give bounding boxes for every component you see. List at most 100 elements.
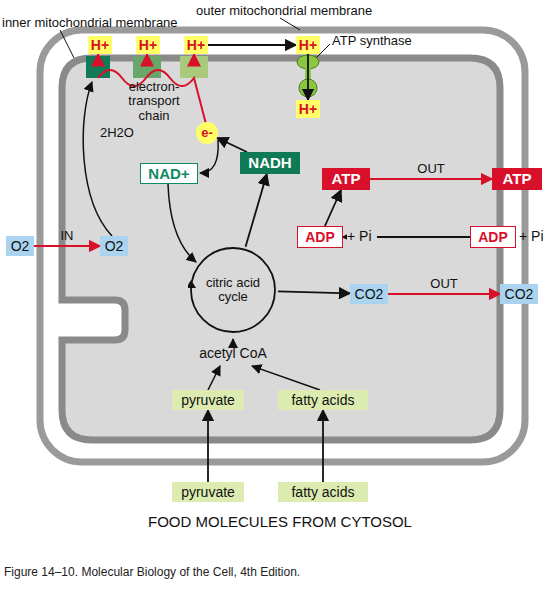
membrane-label: outer mitochondrial membrane (196, 4, 396, 18)
node-text: pyruvate (181, 485, 235, 500)
node-text: ADP (305, 230, 335, 245)
flow-arrow (208, 44, 296, 46)
node-text-group: ATP (332, 171, 361, 187)
inner-membrane (62, 58, 500, 440)
edge-label: IN (61, 229, 74, 243)
flow-arrow (278, 291, 350, 293)
etc-protein (133, 56, 161, 78)
phosphate-label: + Pi (347, 229, 377, 244)
node-text: H+ (91, 38, 109, 53)
proton-box: H+ (296, 100, 320, 118)
cycle-circle: citric acid cycle (188, 245, 278, 335)
node-text-group: H+ (299, 38, 317, 53)
node-text: H+ (299, 102, 317, 117)
node-text: NAD+ (148, 166, 189, 182)
node-text: CO2 (355, 287, 384, 302)
flow-arrow (322, 410, 324, 482)
molecule-box: CO2 (350, 284, 388, 304)
node-text-group: O2 (105, 239, 124, 254)
node-text-group: H+ (299, 102, 317, 117)
node-text: fatty acids (291, 393, 354, 408)
adp-box: ADP (470, 226, 516, 248)
part-label: electron-transport chain (116, 80, 192, 123)
nadh-box: NADH (240, 152, 300, 174)
atp-box: ATP (492, 168, 542, 190)
node-text: citric acid cycle (204, 276, 262, 303)
part-label: ATP synthase (332, 34, 432, 48)
outer-membrane (40, 30, 525, 462)
food-molecule-box: pyruvate (172, 482, 244, 502)
flow-arrow (217, 138, 247, 152)
node-text-group: H+ (139, 38, 157, 53)
leader-line (280, 18, 300, 30)
flow-arrow (34, 245, 100, 247)
fatty-acid-to-acetyl-arrow (252, 366, 320, 390)
node-text-group: citric acid cycle (204, 276, 262, 303)
adp-box: ADP (297, 226, 343, 248)
node-text-group: pyruvate (181, 485, 235, 500)
node-text-group: ATP (503, 171, 532, 187)
nad-box: NAD+ (140, 163, 198, 184)
node-text-group: H+ (187, 38, 205, 53)
flow-arrow (370, 178, 492, 180)
molecule-box: O2 (100, 236, 128, 256)
molecule-label: 2H2O (100, 126, 144, 140)
node-text: H+ (139, 38, 157, 53)
node-text: ATP (332, 171, 361, 187)
node-text-group: ADP (305, 230, 335, 245)
node-text-group: fatty acids (291, 485, 354, 500)
oxygen-to-water-arrow (83, 82, 112, 236)
section-label: FOOD MOLECULES FROM CYTOSOL (60, 514, 500, 531)
proton-box: H+ (136, 36, 160, 54)
electron-path (98, 70, 206, 124)
node-text-group: pyruvate (181, 393, 235, 408)
node-text: pyruvate (181, 393, 235, 408)
phosphate-label: + Pi (519, 229, 555, 244)
flow-arrow (246, 174, 267, 247)
food-molecule-box: fatty acids (278, 390, 368, 410)
molecule-box: CO2 (500, 284, 538, 304)
node-text-group: O2 (11, 239, 30, 254)
node-text: ATP (503, 171, 532, 187)
proton-box: H+ (296, 36, 320, 54)
proton-pump-arrow (193, 54, 195, 58)
flow-arrow (388, 293, 500, 295)
node-text-group: ADP (478, 230, 508, 245)
etc-protein (180, 56, 208, 78)
node-text-group: e- (201, 126, 213, 140)
proton-box: H+ (184, 36, 208, 54)
node-text-group: NADH (248, 155, 291, 171)
node-text-group: fatty acids (291, 393, 354, 408)
proton-pump-arrow (97, 54, 99, 58)
node-text: e- (201, 126, 213, 140)
edge-label: OUT (430, 277, 457, 291)
nad-to-cycle-arrow (168, 184, 196, 262)
node-text: H+ (299, 38, 317, 53)
flow-arrow (207, 410, 209, 482)
nad-return-arrow (200, 140, 218, 173)
node-text: O2 (11, 239, 30, 254)
node-text: fatty acids (291, 485, 354, 500)
node-text: ADP (478, 230, 508, 245)
node-text: H+ (187, 38, 205, 53)
etc-protein (86, 56, 110, 78)
food-molecule-box: fatty acids (278, 482, 368, 502)
acetyl-to-cycle-arrow (232, 339, 234, 346)
food-molecule-box: pyruvate (172, 390, 244, 410)
proton-pump-arrow (146, 54, 148, 58)
pyruvate-to-acetyl-arrow (208, 366, 220, 390)
node-text-group: CO2 (355, 287, 384, 302)
flow-arrow (325, 190, 341, 226)
electron-circle: e- (196, 122, 218, 144)
node-text-group: CO2 (505, 287, 534, 302)
atp-box: ATP (322, 168, 370, 190)
node-text-group: NAD+ (148, 166, 189, 182)
leader-line (60, 30, 74, 58)
figure-caption: Figure 14–10. Molecular Biology of the C… (4, 566, 554, 579)
proton-box: H+ (88, 36, 112, 54)
flow-arrow (307, 54, 309, 100)
cycle-ring-line (191, 248, 275, 332)
